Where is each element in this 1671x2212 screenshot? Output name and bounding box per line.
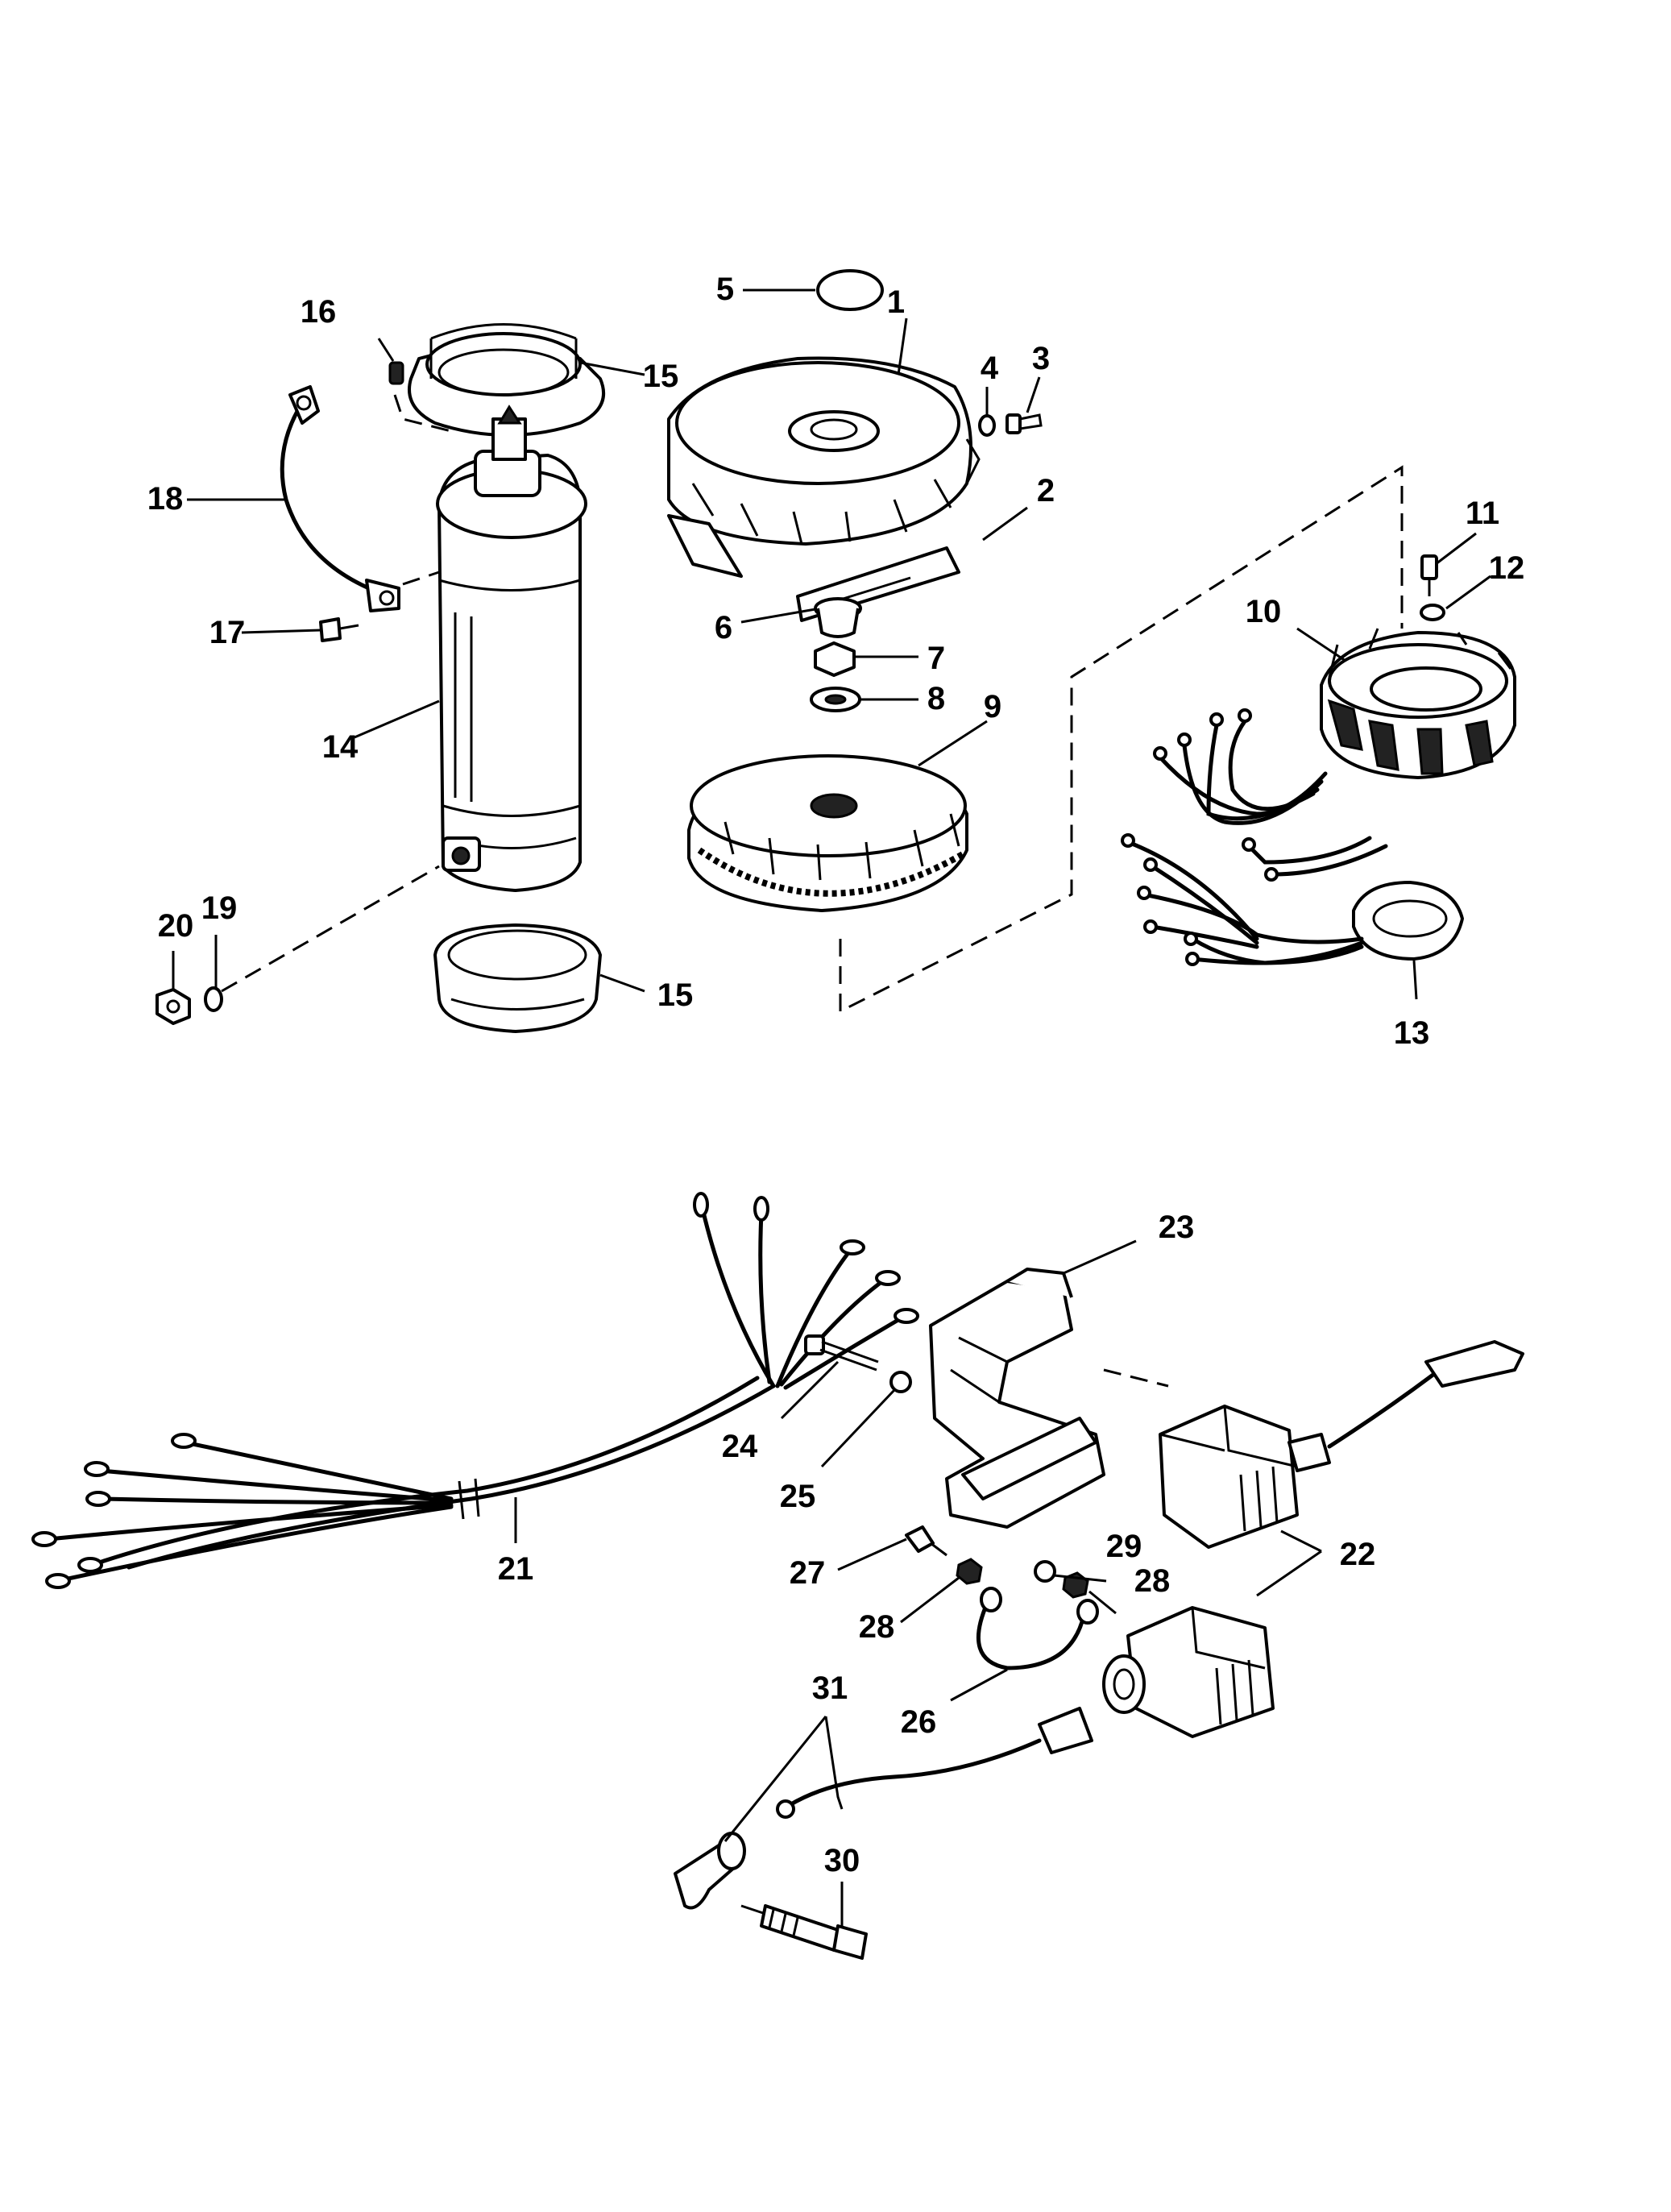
callout-5: 5 [716,272,734,307]
washer-4 [978,414,996,437]
callout-24: 24 [722,1429,758,1464]
callout-17: 17 [209,615,246,650]
callout-labels: 1 2 3 4 5 6 7 8 9 10 11 12 13 14 15 15 1… [147,272,1525,1878]
washer-29 [1034,1560,1056,1583]
callout-20: 20 [158,908,194,944]
spark-plug-boot [674,1832,746,1910]
washer-12 [1420,604,1445,621]
screw-16 [388,361,404,385]
callout-19: 19 [201,890,238,926]
screw-3 [1006,413,1043,434]
callout-22: 22 [1340,1537,1376,1572]
starter-bracket-ring-upper [408,323,605,437]
callout-11: 11 [1466,496,1499,531]
callout-28-left: 28 [859,1609,895,1645]
starter-bracket-ring-lower [433,923,602,1033]
callout-6: 6 [715,610,732,645]
washer-25 [889,1371,912,1393]
callout-3: 3 [1032,341,1050,376]
callout-25: 25 [780,1479,816,1514]
flywheel-cap [816,269,884,311]
callout-27: 27 [790,1555,826,1591]
callout-7: 7 [927,641,945,676]
screw-11 [1420,554,1438,596]
callout-15-upper: 15 [643,359,679,394]
callout-23: 23 [1159,1210,1195,1245]
trigger-assembly [1121,833,1464,966]
nut-7 [814,641,856,677]
callout-13: 13 [1394,1015,1430,1051]
wiring-harness [31,1192,919,1589]
leader-lines [172,288,1491,1926]
callout-28-right: 28 [1134,1563,1171,1599]
ignition-coil-lower [776,1606,1275,1819]
starter-motor [436,405,587,892]
flywheel-cover [667,356,981,578]
callout-10: 10 [1246,594,1282,629]
callout-29: 29 [1106,1529,1142,1564]
stator [1320,628,1516,779]
callout-2: 2 [1037,473,1055,508]
callout-8: 8 [927,681,945,716]
callout-16: 16 [301,294,337,330]
ground-wire [976,1587,1099,1670]
bolt-24 [804,1334,879,1372]
callout-4: 4 [981,351,999,386]
callout-9: 9 [984,689,1001,724]
nut-28-left [956,1558,983,1585]
flywheel [687,754,968,912]
callout-18: 18 [147,481,184,517]
bushing-6 [814,597,862,638]
ignition-coil-upper [1159,1340,1524,1549]
spark-plug [740,1904,868,1960]
callout-26: 26 [901,1704,937,1740]
stator-wires [1153,708,1388,882]
callout-30: 30 [824,1843,860,1878]
callout-31: 31 [812,1670,848,1706]
nut-and-washer [155,986,223,1025]
callout-21: 21 [498,1551,534,1587]
callout-12: 12 [1489,550,1525,586]
starter-cable [280,385,400,612]
callout-14: 14 [322,729,359,765]
callout-15-lower: 15 [657,977,694,1013]
coil-bracket [929,1268,1105,1529]
callout-1: 1 [887,284,905,320]
screw-17 [319,617,359,642]
screw-27 [905,1525,947,1557]
